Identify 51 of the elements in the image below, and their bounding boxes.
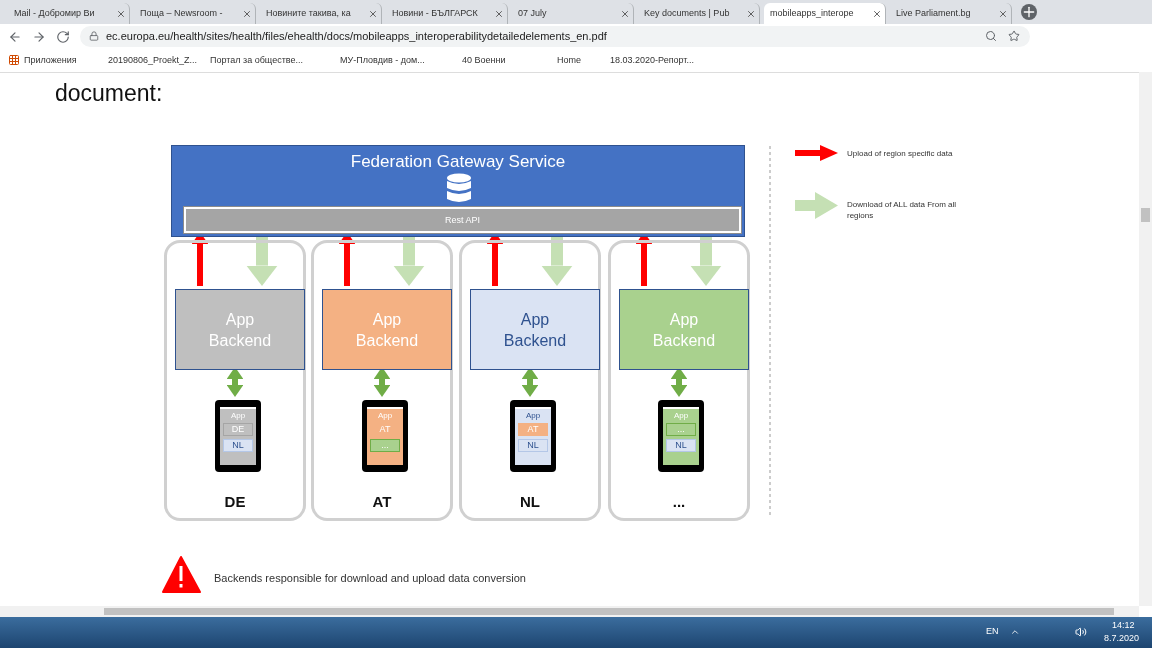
clock-time: 14:12 xyxy=(1112,620,1135,630)
phone-drawing xyxy=(215,400,261,472)
api-bar xyxy=(184,207,741,233)
screen-item: NL xyxy=(223,439,253,452)
backend-box xyxy=(175,289,305,370)
screen-item: NL xyxy=(666,439,696,452)
phone-drawing xyxy=(362,400,408,472)
bookmark-link: Портал за обществе... xyxy=(210,55,303,65)
browser-tab: mobileapps_interope xyxy=(764,3,886,24)
screen-item: NL xyxy=(518,439,548,452)
region-panel xyxy=(311,240,453,521)
bookmark-link: Приложения xyxy=(24,55,77,65)
box-label: Rest API xyxy=(445,215,480,225)
bookmark-link: 40 Военни xyxy=(462,55,506,65)
box-label: App Backend xyxy=(651,309,717,351)
legend-text: Download of ALL data From all regions xyxy=(847,199,957,221)
region-panel xyxy=(608,240,750,521)
screen-item: ... xyxy=(666,423,696,436)
region-panel xyxy=(164,240,306,521)
box-label: App Backend xyxy=(207,309,273,351)
screen-title: App xyxy=(525,411,541,420)
screen-title: App xyxy=(230,411,246,420)
note-text: Backends responsible for download and upload data conversion xyxy=(214,572,526,584)
screen-item: AT xyxy=(518,423,548,436)
legend-text: Upload of region specific data xyxy=(847,148,954,159)
bookmark-link: Home xyxy=(557,55,581,65)
bookmark-link: 20190806_Proekt_Z... xyxy=(108,55,198,65)
phone-drawing xyxy=(658,400,704,472)
bookmark-link: 18.03.2020-Репорт... xyxy=(610,55,694,65)
screen-item: ... xyxy=(370,439,400,452)
box-title: Federation Gateway Service xyxy=(350,152,566,172)
screen-title: App xyxy=(673,411,689,420)
screen-item: DE xyxy=(223,423,253,436)
box-label: App Backend xyxy=(354,309,420,351)
region-panel xyxy=(459,240,601,521)
backend-box xyxy=(470,289,600,370)
address-bar: ec.europa.eu/health/sites/health/files/ehealth/docs/mobileapps_interoperabilitydetailedelements_en.pdf xyxy=(80,26,1030,47)
region-label: AT xyxy=(372,493,392,510)
region-label: NL xyxy=(520,493,540,510)
gateway-box xyxy=(171,145,745,237)
backend-box xyxy=(322,289,452,370)
bookmark-link: МУ-Пловдив - дом... xyxy=(340,55,425,65)
clock-date: 8.7.2020 xyxy=(1104,633,1140,643)
box-label: App Backend xyxy=(502,309,568,351)
language-indicator: EN xyxy=(986,626,999,636)
region-label: DE xyxy=(224,493,246,510)
screen-title: App xyxy=(377,411,393,420)
phone-drawing xyxy=(510,400,556,472)
page-heading: document: xyxy=(55,80,163,107)
backend-box xyxy=(619,289,749,370)
region-label: ... xyxy=(672,493,686,510)
